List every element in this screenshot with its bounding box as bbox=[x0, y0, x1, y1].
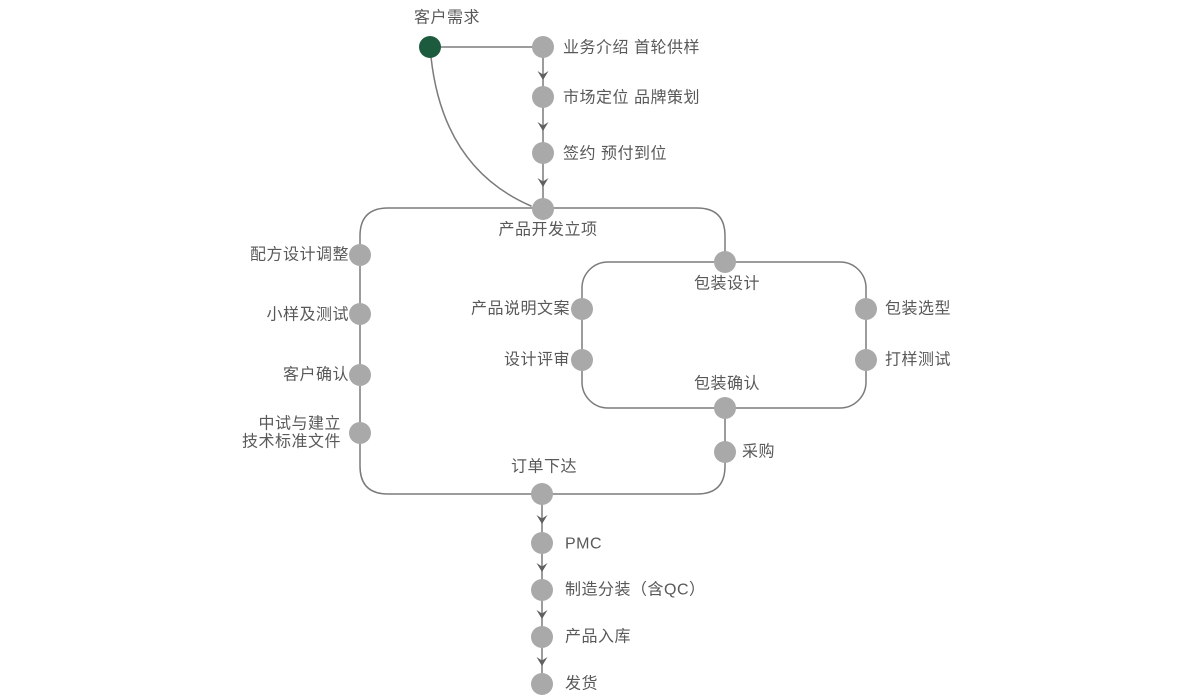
packaging-design-node bbox=[714, 251, 736, 273]
order-release-label: 订单下达 bbox=[511, 458, 577, 476]
nodes-group bbox=[349, 36, 877, 695]
customer-confirm-node bbox=[349, 364, 371, 386]
packaging-selection-node bbox=[855, 298, 877, 320]
packaging-selection-label: 包装选型 bbox=[885, 300, 951, 318]
arrow-down-icon bbox=[536, 515, 548, 524]
product-copy-node bbox=[571, 298, 593, 320]
filling-qc-label: 制造分装（含QC） bbox=[565, 581, 706, 599]
warehouse-in-label: 产品入库 bbox=[565, 628, 631, 646]
design-review-node bbox=[571, 349, 593, 371]
pilot-standard-docs-label-line2: 技术标准文件 bbox=[242, 433, 341, 451]
contract-signing-label: 签约 预付到位 bbox=[563, 145, 667, 163]
proofing-test-label: 打样测试 bbox=[885, 351, 951, 369]
edge-customer-curve-to-kickoff bbox=[430, 56, 532, 207]
filling-qc-node bbox=[531, 579, 553, 601]
sample-and-test-node bbox=[349, 303, 371, 325]
market-positioning-label: 市场定位 品牌策划 bbox=[563, 89, 700, 107]
arrow-down-icon bbox=[537, 122, 549, 131]
packaging-confirm-node bbox=[714, 397, 736, 419]
formula-design-adjust-node bbox=[349, 244, 371, 266]
proofing-test-node bbox=[855, 349, 877, 371]
warehouse-in-node bbox=[531, 626, 553, 648]
arrow-down-icon bbox=[536, 657, 548, 666]
formula-design-adjust-label: 配方设计调整 bbox=[250, 246, 349, 264]
edge-outer-loop bbox=[359, 207, 726, 495]
arrow-down-icon bbox=[536, 563, 548, 572]
arrowheads-group bbox=[536, 71, 549, 666]
arrow-down-icon bbox=[536, 610, 548, 619]
delivery-label: 发货 bbox=[565, 675, 598, 693]
sample-and-test-label: 小样及测试 bbox=[266, 306, 349, 324]
contract-signing-node bbox=[532, 142, 554, 164]
purchasing-label: 采购 bbox=[742, 443, 775, 461]
delivery-node bbox=[531, 673, 553, 695]
packaging-design-label: 包装设计 bbox=[694, 275, 760, 293]
product-dev-kickoff-node bbox=[532, 198, 554, 220]
arrow-down-icon bbox=[537, 178, 549, 187]
design-review-label: 设计评审 bbox=[504, 351, 570, 369]
pmc-label: PMC bbox=[565, 536, 602, 553]
market-positioning-node bbox=[532, 86, 554, 108]
product-dev-kickoff-label: 产品开发立项 bbox=[498, 221, 597, 239]
packaging-confirm-label: 包装确认 bbox=[694, 375, 760, 393]
customer-demand-label: 客户需求 bbox=[414, 9, 480, 27]
business-intro-node bbox=[532, 36, 554, 58]
customer-demand-node bbox=[419, 36, 441, 58]
arrow-down-icon bbox=[537, 71, 549, 80]
order-release-node bbox=[531, 483, 553, 505]
pmc-node bbox=[531, 532, 553, 554]
pilot-standard-docs-label-line1: 中试与建立 bbox=[258, 415, 341, 433]
purchasing-node bbox=[714, 441, 736, 463]
pilot-standard-docs-node bbox=[349, 422, 371, 444]
labels-group: 客户需求 业务介绍 首轮供样 市场定位 品牌策划 签约 预付到位 产品开发立项 … bbox=[242, 9, 951, 693]
customer-confirm-label: 客户确认 bbox=[283, 366, 349, 384]
product-copy-label: 产品说明文案 bbox=[471, 300, 570, 318]
business-intro-label: 业务介绍 首轮供样 bbox=[563, 39, 700, 57]
